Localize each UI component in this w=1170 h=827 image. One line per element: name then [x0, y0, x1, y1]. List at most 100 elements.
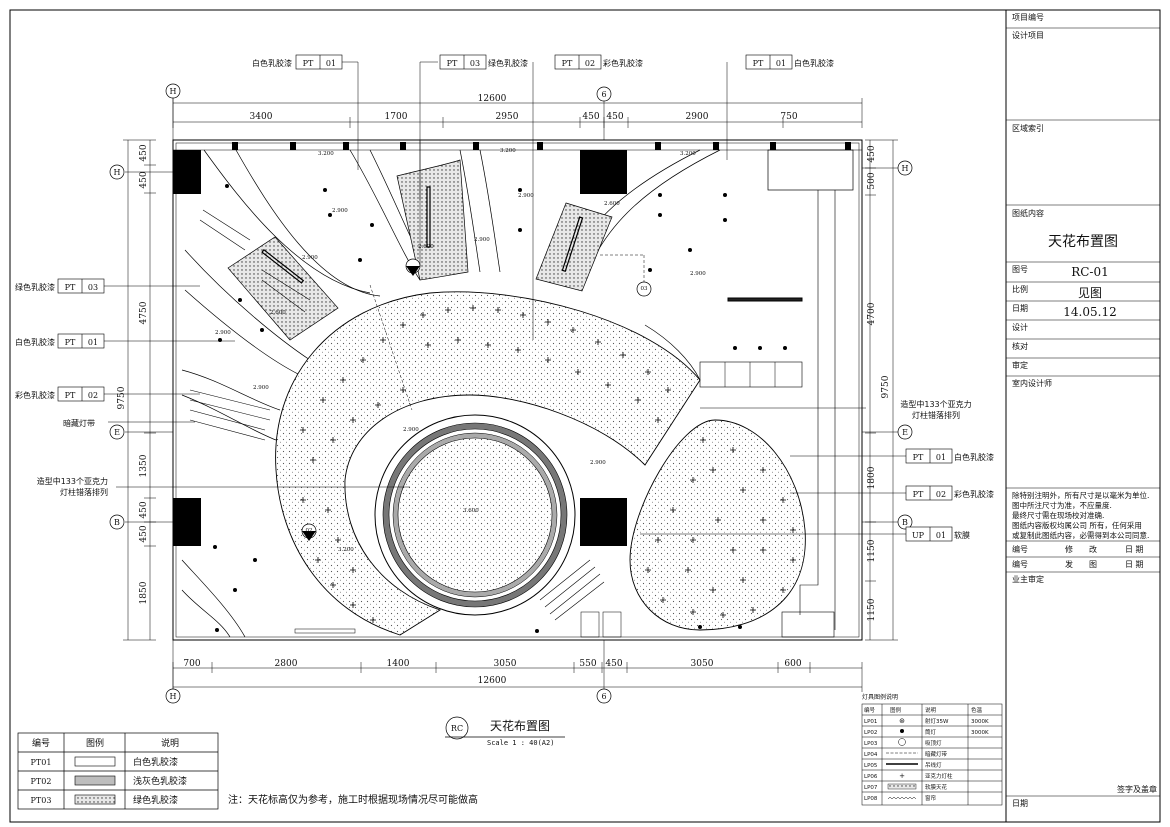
plan-outline [172, 139, 863, 641]
lamp-legend-icons: ⊛ + [886, 717, 918, 800]
height-mark: 2.900 [253, 385, 269, 391]
section-markers [301, 140, 652, 541]
dim-top-total: 12600 [478, 94, 507, 104]
owner-approval-label: 业主审定 [1012, 574, 1044, 584]
callout-text: 彩色乳胶漆 [603, 58, 643, 68]
callout-code: PT [913, 453, 924, 462]
lamp-code: LP06 [864, 774, 878, 780]
dim-bottom: 2800 [275, 659, 298, 669]
dim-right: 450 [867, 145, 877, 162]
note-line: 或复制此图纸内容，必需得到本公司同意. [1012, 530, 1149, 540]
axis-label: 6 [601, 692, 606, 701]
lamp-code: LP07 [864, 785, 878, 791]
dim-right-total: 9750 [881, 375, 891, 398]
lamp-legend-table [861, 703, 1003, 806]
dim-bottom: 700 [183, 659, 200, 669]
height-mark: 2.900 [215, 330, 231, 336]
hidden-strip-label: 暗藏灯带 [63, 418, 95, 428]
linear-fixtures [261, 186, 584, 284]
height-mark: 2.900 [590, 460, 606, 466]
lamp-desc: 射灯35W [925, 717, 949, 725]
acrylic-light-columns [300, 305, 796, 623]
lamp-header: 说明 [925, 706, 937, 714]
scale-label: 比例 [1012, 284, 1028, 294]
axis-label: 6 [601, 90, 606, 99]
acrylic-note-right: 造型中133个亚克力 [900, 399, 971, 409]
callout-code: PT [562, 59, 573, 68]
height-mark: 2.900 [474, 237, 490, 243]
height-mark: 2.600 [270, 310, 286, 316]
dim-left: 450 [139, 501, 149, 518]
height-mark: 2.600 [418, 244, 434, 250]
light-slats [189, 209, 605, 621]
height-mark: 2.900 [332, 208, 348, 214]
callout-num: 02 [936, 490, 946, 499]
height-mark: 2.900 [403, 427, 419, 433]
callout-text: 白色乳胶漆 [954, 452, 994, 462]
note-line: 图纸内容版权均属公司 所有，任何采用 [1012, 520, 1142, 530]
title-block [1005, 10, 1160, 822]
plan-title-symbol-text: RC [451, 724, 463, 733]
dim-top: 1700 [385, 112, 408, 122]
drawing-title: 天花布置图 [1048, 234, 1118, 250]
review-label: 审定 [1012, 360, 1028, 370]
drawing-no: RC-01 [1071, 265, 1109, 279]
callout-num: 01 [936, 531, 946, 540]
lamp-code: LP02 [864, 730, 877, 736]
height-mark: 2.900 [302, 255, 318, 261]
dim-right: 1800 [867, 466, 877, 489]
lamp-desc: 亚克力灯柱 [925, 772, 953, 780]
axis-label: H [170, 87, 177, 96]
callout-text: 绿色乳胶漆 [15, 282, 55, 292]
section-mark-label: 03 [641, 286, 648, 292]
height-mark: 3.600 [463, 508, 479, 514]
drawing-content-label: 图纸内容 [1012, 208, 1044, 218]
footnote: 注：天花标高仅为参考，施工时根据现场情况尽可能做高 [228, 793, 478, 806]
height-mark: 3.200 [318, 151, 334, 157]
scale-value: 见图 [1078, 286, 1102, 300]
design-label: 设计 [1012, 322, 1028, 332]
legend-desc: 浅灰色乳胶漆 [133, 775, 187, 787]
dim-bottom: 450 [605, 659, 622, 669]
lamp-desc: 窗帘 [925, 794, 937, 802]
callout-num: 01 [326, 59, 336, 68]
spotlight-icon: ⊛ [899, 717, 905, 725]
acrylic-note-left: 灯柱错落排列 [60, 487, 108, 497]
callout-text: 绿色乳胶漆 [488, 58, 528, 68]
callout-code: PT [753, 59, 764, 68]
callout-code: PT [913, 490, 924, 499]
callout-num: 02 [585, 59, 595, 68]
hatched-panels [227, 159, 613, 341]
dim-left: 450 [139, 525, 149, 542]
lamp-temp: 3000K [971, 719, 989, 725]
swatch-light-gray [74, 775, 116, 786]
columns [173, 142, 851, 546]
issue-date-label: 日 期 [1125, 560, 1144, 569]
dim-top: 2900 [686, 112, 709, 122]
callout-num: 03 [88, 283, 98, 292]
bottom-date-label: 日期 [1012, 799, 1028, 808]
dim-left: 450 [139, 144, 149, 161]
callout-text: 彩色乳胶漆 [954, 489, 994, 499]
section-mark-label: 02 [306, 528, 313, 534]
dim-top: 750 [780, 112, 797, 122]
elevation-marks: 3.200 3.200 3.200 2.900 2.900 2.900 2.90… [215, 148, 706, 553]
note-line: 最终尺寸需在现场校对准确. [1012, 510, 1104, 520]
ceiling-outlines [181, 149, 721, 638]
oval-ceiling-area [629, 419, 806, 631]
dim-right: 1150 [867, 539, 877, 562]
lamp-code: LP03 [864, 741, 878, 747]
callout-num: 01 [936, 453, 946, 462]
dim-right: 500 [867, 172, 877, 189]
legend-code: PT03 [31, 796, 52, 805]
callout-tags [57, 54, 953, 542]
dim-bottom: 550 [579, 659, 596, 669]
legend-header: 图例 [86, 737, 104, 749]
note-line: 除特别注明外，所有尺寸是以毫米为单位. [1012, 490, 1149, 500]
plan-title-symbol [445, 716, 565, 740]
central-dome [374, 414, 576, 616]
lamp-desc: 吊线灯 [925, 761, 942, 769]
lamp-header: 图例 [890, 706, 902, 714]
dim-bottom-total: 12600 [478, 676, 507, 686]
rev-date-label: 日 期 [1125, 545, 1144, 554]
